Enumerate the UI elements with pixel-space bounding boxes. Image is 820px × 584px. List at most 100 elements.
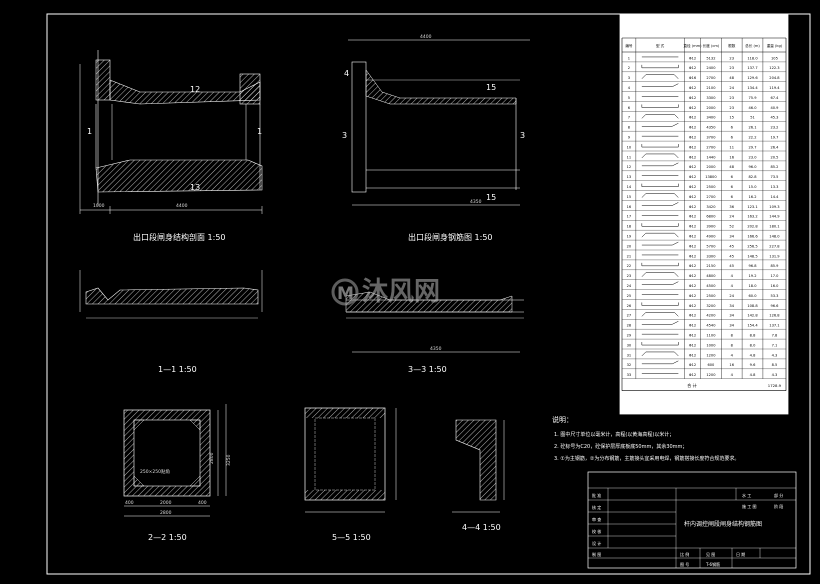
table-cell: 26.1: [748, 126, 756, 130]
table-cell: 4: [731, 274, 734, 278]
table-cell: 2700: [706, 145, 716, 149]
table-cell: Φ12: [689, 116, 696, 120]
table-cell: 7.1: [772, 343, 778, 347]
table-cell-no: 16: [627, 205, 632, 209]
table-cell: 154.4: [747, 324, 758, 328]
table-cell: 75.9: [748, 96, 757, 100]
dim-3-3: 4350: [430, 346, 442, 352]
rebar-shape-icon: [641, 302, 679, 306]
caption-section-2-2: 2—2 1:50: [148, 533, 187, 542]
table-cell: 2500: [706, 294, 716, 298]
notes-item-1: 1. 图中尺寸单位以毫米计，高程(以黄海高程)以米计；: [554, 431, 674, 438]
view-outlet-plan: 1000 4400 1 1 13 12 出口段闸身结构剖面 1:50: [79, 50, 263, 242]
table-cell: 126.8: [769, 314, 780, 318]
table-cell: Φ12: [689, 86, 696, 90]
table-cell: 9.6: [750, 363, 756, 367]
table-cell: 4800: [706, 274, 716, 278]
table-cell: Φ12: [689, 185, 696, 189]
table-header-cell: 型 式: [656, 43, 665, 48]
table-cell: 6800: [706, 215, 716, 219]
table-cell: 108.8: [747, 304, 758, 308]
table-cell: 6: [731, 126, 734, 130]
table-cell: 1100: [706, 334, 716, 338]
rebar-shape-icon: [641, 232, 679, 238]
table-cell: 15: [729, 116, 734, 120]
table-cell: Φ12: [689, 165, 696, 169]
table-total-label: 合 计: [687, 382, 697, 389]
table-cell: 6: [731, 185, 734, 189]
table-cell-no: 3: [628, 76, 630, 80]
table-cell: 2400: [706, 66, 716, 70]
table-cell: Φ12: [689, 66, 696, 70]
dim-22-c: 400: [198, 500, 207, 506]
tb-label-5: 设 计: [592, 540, 601, 546]
table-cell: Φ12: [689, 353, 696, 357]
table-cell: 40.9: [770, 106, 779, 110]
table-cell: 3300: [706, 96, 716, 100]
table-cell: Φ12: [689, 284, 696, 288]
mark-plan-d: 12: [190, 85, 200, 94]
table-header-cell: 直径 (mm): [683, 43, 702, 48]
table-cell: Φ12: [689, 244, 696, 248]
table-header-cell: 重量 (kg): [767, 43, 783, 48]
tb-drawing-title: 杆内调控闸段闸身结构钢筋图: [684, 520, 762, 528]
table-cell: 11: [729, 145, 734, 149]
rebar-shape-icon: [641, 281, 679, 285]
table-cell: Φ12: [689, 56, 696, 60]
table-cell: Φ12: [689, 215, 696, 219]
table-cell: 119.4: [769, 86, 780, 90]
table-cell: 4.3: [772, 353, 778, 357]
watermark-text: 沐风网: [362, 277, 440, 307]
tb-label-2: 核 定: [592, 504, 601, 510]
rebar-shape-icon: [641, 360, 679, 365]
table-cell: 5700: [706, 244, 716, 248]
table-cell: 129.6: [747, 76, 758, 80]
table-header-cell: 总长 (m): [745, 43, 760, 48]
table-cell: 19.2: [748, 274, 756, 278]
table-cell: 14.4: [770, 195, 779, 199]
rebar-shape-icon: [641, 144, 679, 148]
rebar-shape-icon: [641, 272, 679, 277]
table-cell: 137.1: [769, 324, 779, 328]
table-cell: 34: [729, 235, 734, 239]
table-cell-no: 8: [628, 126, 631, 130]
table-cell: 8.0: [750, 343, 756, 347]
table-header-cell: 根数: [728, 43, 736, 48]
table-cell: 29.7: [748, 145, 756, 149]
table-cell: 2000: [706, 106, 716, 110]
table-cell: 148.0: [769, 235, 780, 239]
dim-plan-2: 4400: [176, 203, 188, 209]
table-cell: 53.3: [770, 294, 778, 298]
table-cell-no: 17: [627, 215, 632, 219]
table-cell: 4: [731, 353, 734, 357]
table-cell: 123.1: [747, 205, 757, 209]
table-total-value: 1728.9: [768, 383, 782, 388]
table-cell: 18.0: [748, 284, 757, 288]
table-cell-no: 19: [627, 235, 632, 239]
table-cell: 4540: [706, 324, 716, 328]
table-cell: Φ12: [689, 225, 696, 229]
rebar-table-bg: [619, 13, 789, 415]
mark-sec-a: 15: [486, 83, 496, 92]
dim-sec-bottom: 4350: [470, 199, 482, 205]
table-cell: 16.2: [748, 195, 756, 199]
table-cell: 3420: [706, 205, 716, 209]
table-cell: 23.2: [770, 126, 778, 130]
table-cell: Φ12: [689, 324, 696, 328]
table-cell: 3900: [706, 225, 716, 229]
table-cell: 3700: [706, 136, 716, 140]
dim-22-f: 3250: [226, 454, 232, 466]
table-cell: 4500: [706, 284, 716, 288]
table-cell: 105: [771, 56, 778, 60]
table-cell: 20.5: [770, 155, 778, 159]
table-cell: Φ12: [689, 205, 696, 209]
table-cell: 34: [729, 324, 734, 328]
table-cell: 5132: [706, 56, 715, 60]
table-cell: 2700: [706, 195, 716, 199]
table-cell-no: 24: [627, 284, 632, 288]
table-cell: 137.7: [747, 66, 757, 70]
table-cell-no: 21: [627, 254, 632, 258]
table-cell: 118.0: [747, 56, 758, 60]
notes-item-2: 2. 砼标号为C20，砼保护层厚底板底50mm，其余30mm；: [554, 443, 687, 450]
table-cell: 144.9: [769, 215, 780, 219]
